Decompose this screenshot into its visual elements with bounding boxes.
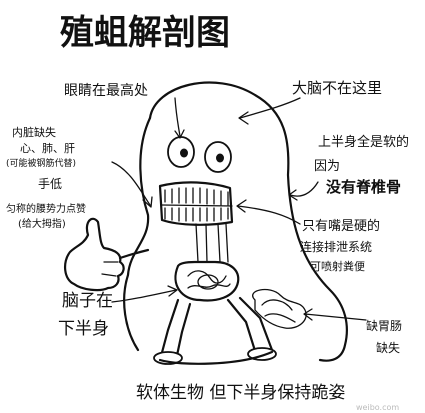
- digestive-tube: [195, 223, 229, 263]
- label-hard-mouth-3: 可喷射粪便: [310, 259, 365, 273]
- label-hard-mouth-1: 只有嘴是硬的: [302, 218, 380, 234]
- creature-eyes: [167, 136, 232, 173]
- label-organs-title: 内脏缺失: [12, 125, 56, 139]
- label-organs-list: 心、肺、肝: [20, 142, 75, 155]
- label-brain-location-1: 脑子在: [62, 291, 113, 311]
- thumbs-up-hand: [64, 217, 150, 292]
- bottom-caption: 软体生物 但下半身保持跪姿: [136, 383, 345, 403]
- diagram-title: 殖蛆解剖图: [60, 13, 230, 53]
- label-organs-note: (可能被钢筋代替): [6, 157, 76, 169]
- label-hand-note-1: 匀称的腰势力点赞: [6, 202, 86, 215]
- label-soft-body-2: 因为: [314, 159, 340, 174]
- label-no-stomach-2: 缺失: [376, 340, 400, 355]
- kneeling-legs: [153, 296, 277, 365]
- intestines: [252, 288, 307, 329]
- label-brain-not-here: 大脑不在这里: [292, 79, 382, 97]
- creature-body: [123, 81, 348, 362]
- watermark: weibo.com: [356, 403, 399, 412]
- label-brain-location-2: 下半身: [58, 319, 109, 339]
- label-eyes: 眼睛在最高处: [64, 82, 148, 99]
- label-hand: 手低: [38, 177, 62, 191]
- annotation-arrows: [111, 97, 367, 321]
- label-no-stomach-1: 缺胃肠: [366, 318, 402, 333]
- creature-mouth: [158, 181, 234, 226]
- label-hard-mouth-2: 连接排泄系统: [300, 239, 372, 254]
- label-hand-note-2: (给大拇指): [18, 217, 66, 230]
- pelvis-organs: [174, 260, 240, 302]
- label-no-spine: 没有脊椎骨: [326, 178, 401, 196]
- label-soft-body-1: 上半身全是软的: [318, 134, 409, 150]
